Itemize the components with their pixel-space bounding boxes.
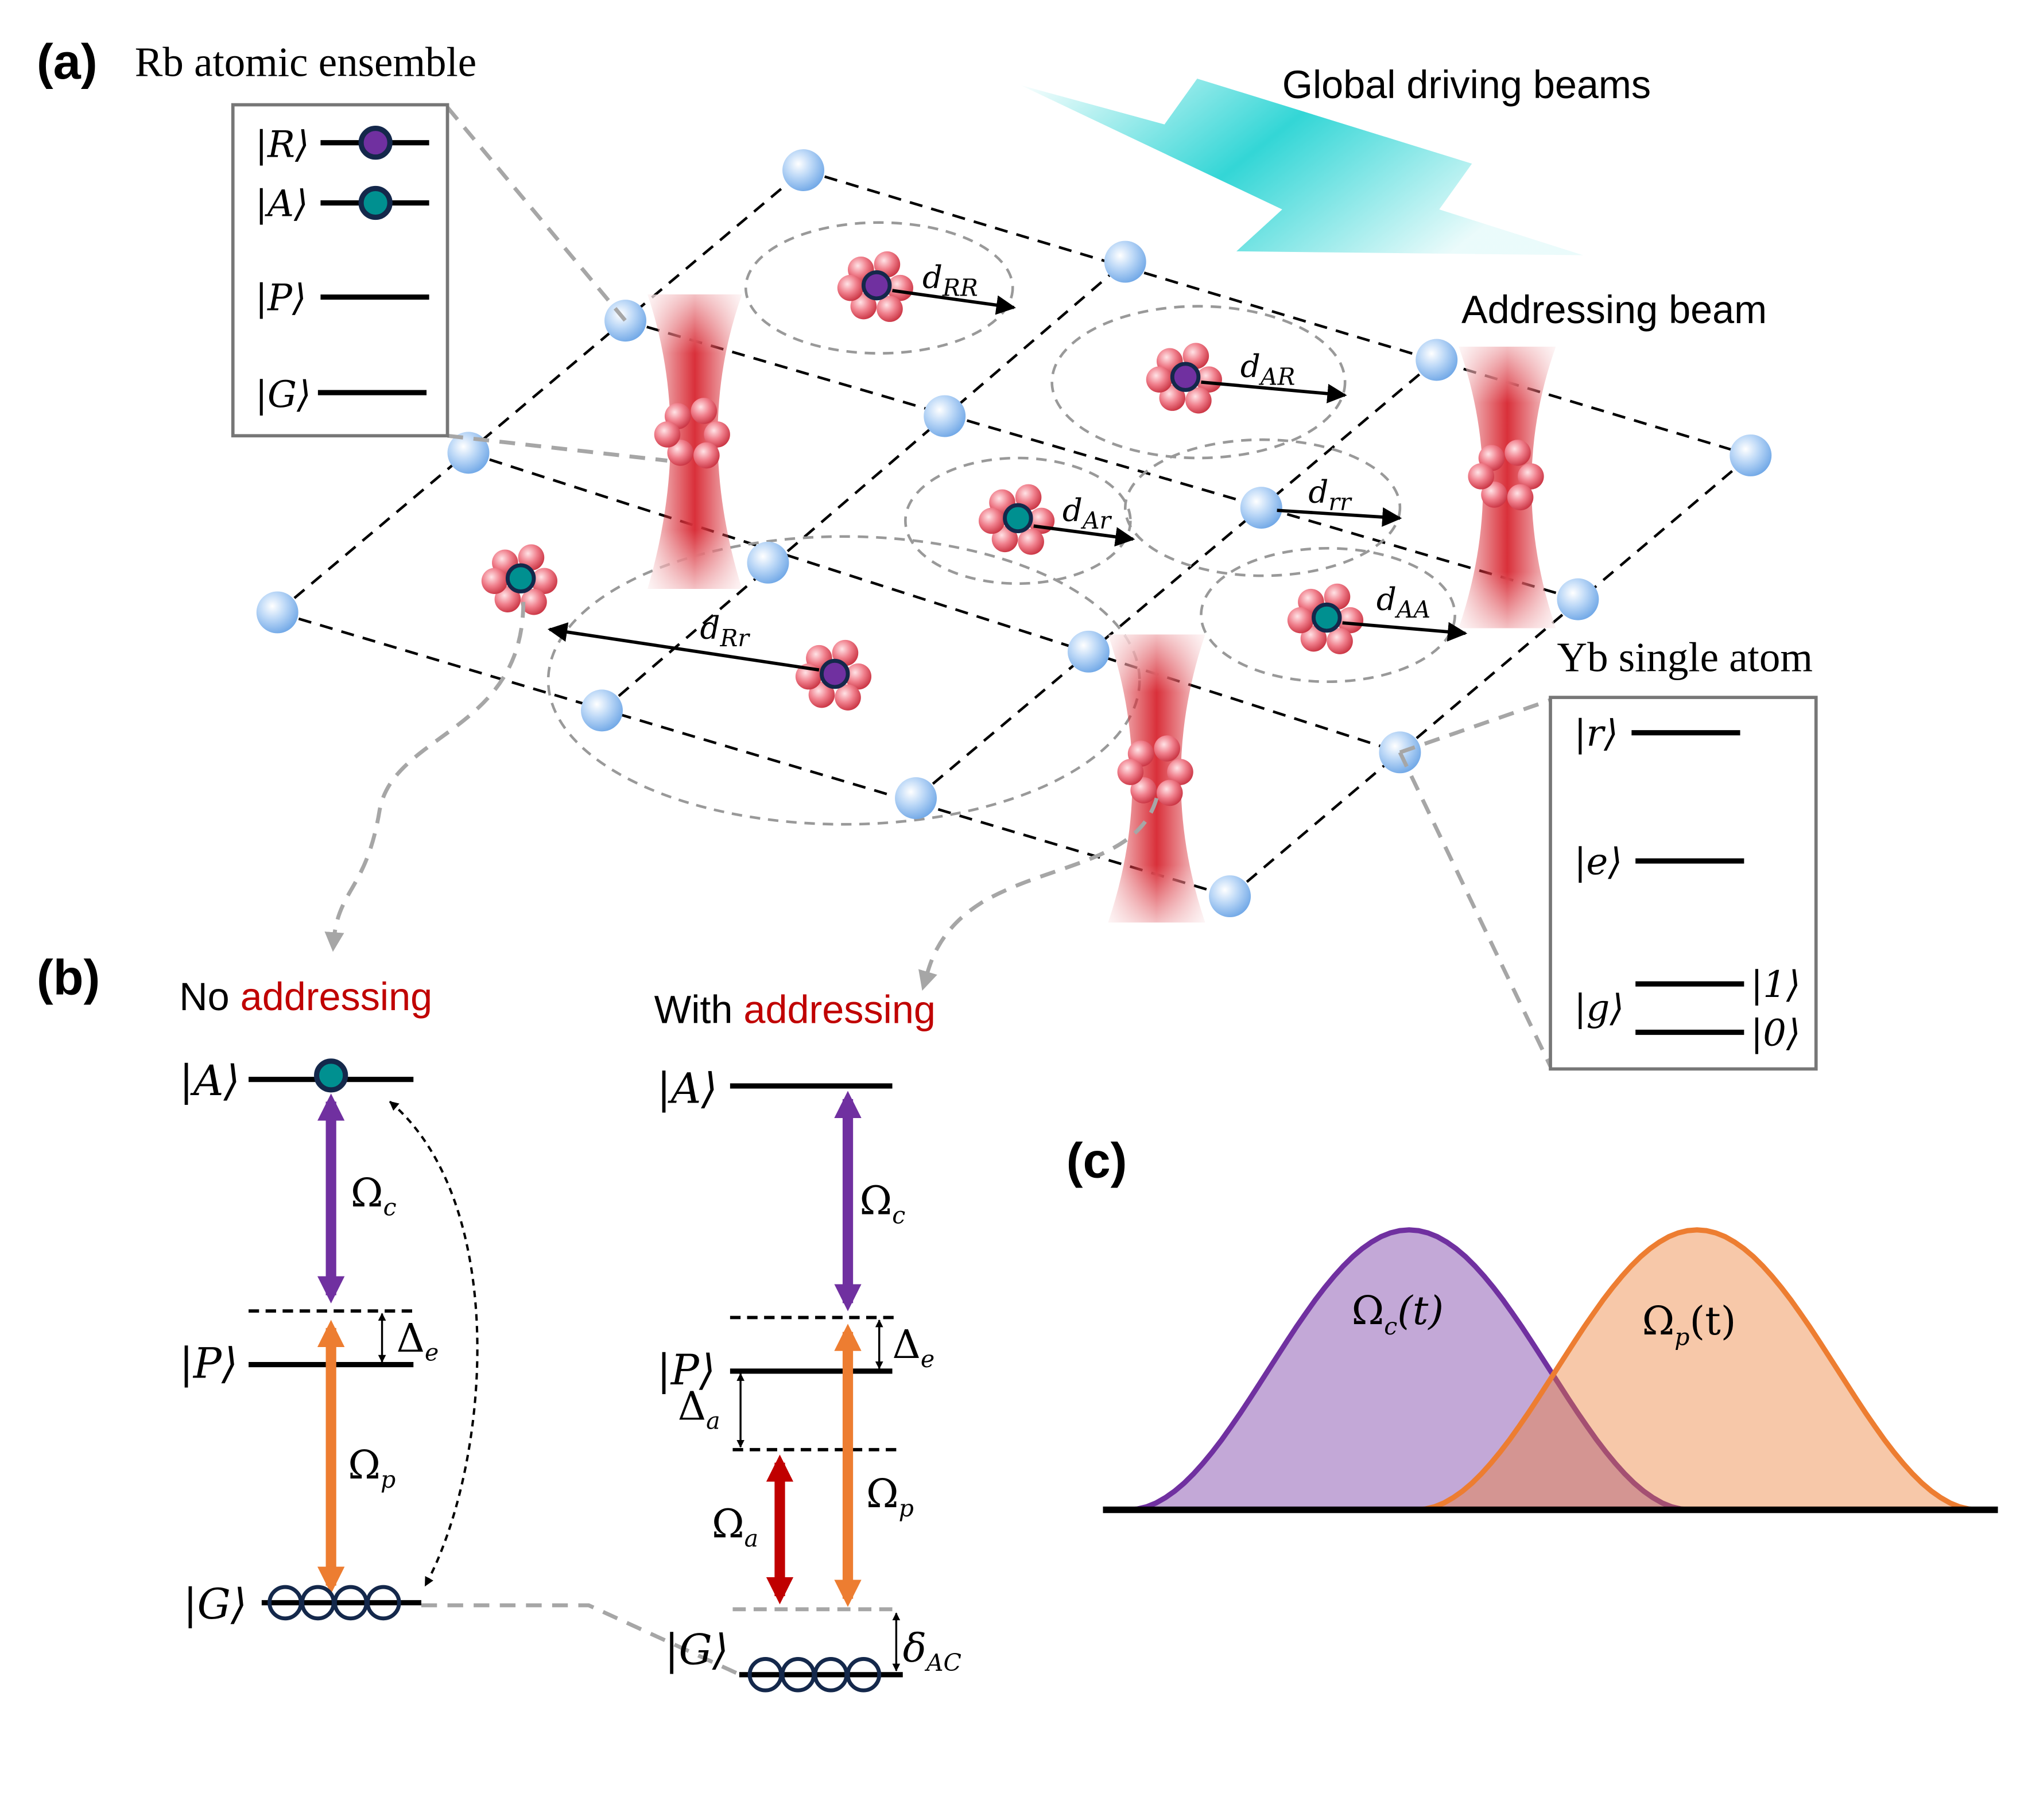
label-omega-c: Ωc [860, 1178, 906, 1229]
panel-b-label: (b) [37, 950, 100, 1006]
pulse-omega-c [1127, 1227, 1691, 1513]
level-R: |R⟩ [255, 124, 309, 166]
level-diagram-no-addressing: |A⟩ |P⟩ |G⟩ Ωc Δe Ωp [179, 1057, 479, 1629]
level-g: |g⟩ [1574, 987, 1624, 1030]
yb-title: Yb single atom [1557, 634, 1813, 681]
rb-title: Rb atomic ensemble [135, 38, 476, 85]
label-omega-c: Ωc [351, 1171, 397, 1221]
level-A: |A⟩ [179, 1057, 240, 1105]
rb-ensembles [481, 251, 1544, 806]
label-d-Ar: dAr [1063, 491, 1112, 534]
yb-atoms [256, 149, 1772, 918]
label-delta-e: Δe [397, 1316, 439, 1367]
label-d-rr: drr [1308, 473, 1352, 516]
yb-level-inset: |r⟩ |e⟩ |g⟩ |1⟩ |0⟩ [1398, 696, 1818, 1071]
level-A: |A⟩ [657, 1065, 718, 1113]
global-driving-beams [1020, 78, 1584, 255]
right-title: With addressing [654, 988, 936, 1032]
pulse-omega-p [1415, 1227, 1979, 1513]
label-omega-p: Ωp [866, 1472, 914, 1522]
label-pulse-c: Ωc(t) [1352, 1289, 1444, 1340]
rb-level-inset: |R⟩ |A⟩ |P⟩ |G⟩ [231, 103, 668, 463]
level-r: |r⟩ [1574, 712, 1618, 755]
label-d-AR: dAR [1240, 348, 1296, 391]
addressing-beams [647, 294, 1556, 923]
panel-a-label: (a) [37, 34, 98, 90]
label-delta-ac: δAC [903, 1626, 961, 1677]
lattice [276, 169, 1752, 898]
level-G: |G⟩ [665, 1626, 728, 1675]
global-beams-label: Global driving beams [1282, 63, 1651, 107]
level-G: |G⟩ [255, 374, 311, 416]
label-d-RR: dRR [922, 259, 978, 302]
label-delta-a: Δa [678, 1384, 720, 1434]
label-pulse-p: Ωp(t) [1642, 1299, 1736, 1351]
label-d-Rr: dRr [700, 610, 750, 653]
level-diagram-with-addressing: |A⟩ |P⟩ |G⟩ Ωc Δe Δa Ωa Ωp δAC [657, 1065, 961, 1693]
label-d-AA: dAA [1376, 580, 1430, 623]
ac-shift-connector [421, 1603, 747, 1679]
label-delta-e: Δe [893, 1322, 935, 1373]
distance-arrows [547, 289, 1468, 672]
level-G: |G⟩ [183, 1580, 247, 1629]
connector-with-addressing [918, 797, 1159, 991]
left-title: No addressing [179, 975, 432, 1019]
panel-c-label: (c) [1067, 1134, 1127, 1189]
label-omega-p: Ωp [348, 1443, 395, 1493]
level-A: |A⟩ [255, 183, 308, 225]
level-P: |P⟩ [255, 277, 306, 319]
level-P: |P⟩ [179, 1339, 238, 1388]
addressing-beam-label: Addressing beam [1461, 288, 1767, 332]
level-1: |1⟩ [1751, 964, 1801, 1006]
level-P: |P⟩ [657, 1346, 715, 1395]
level-0: |0⟩ [1751, 1012, 1801, 1054]
label-omega-a: Ωa [712, 1501, 758, 1552]
connector-no-addressing [324, 602, 526, 952]
level-e: |e⟩ [1574, 841, 1622, 883]
